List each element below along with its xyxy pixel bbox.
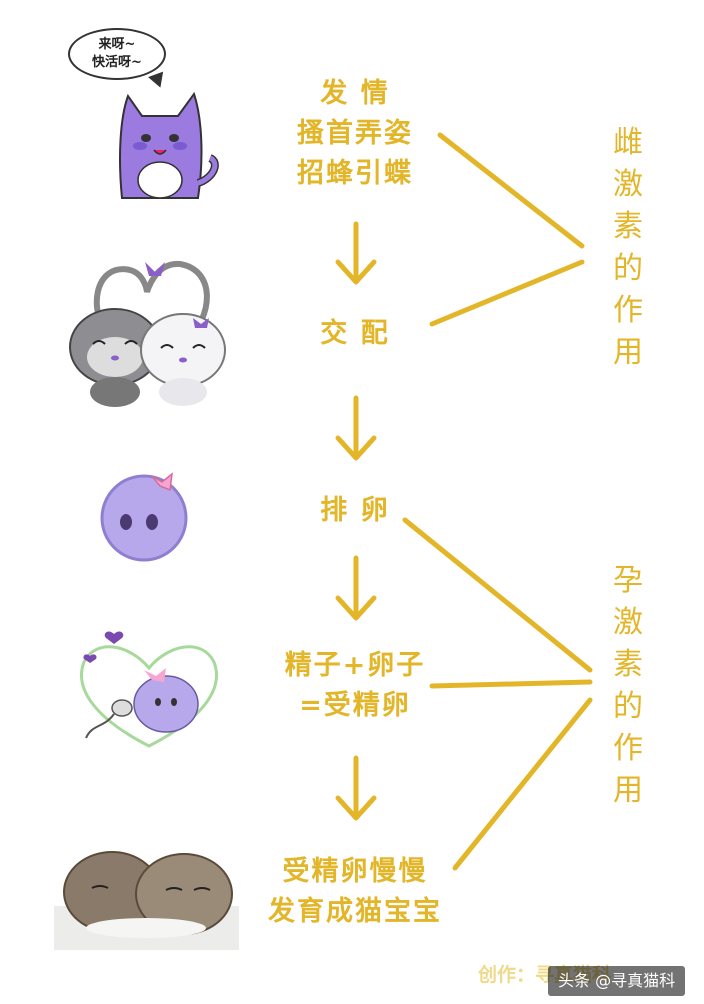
progesterone-line-top: [402, 517, 593, 673]
estrogen-line-bottom: [429, 259, 585, 327]
arrowhead-4: [335, 795, 377, 821]
purple-cat-icon: [119, 91, 219, 199]
step-fertilization-line-1: 精子+卵子: [284, 650, 426, 681]
step-development-line-1: 受精卵慢慢: [282, 856, 428, 887]
sperm-egg-heart-icon: [80, 631, 218, 748]
bubble-line-1: 来呀~: [98, 37, 136, 52]
kittens-icon: [54, 851, 239, 950]
estrogen-char: 作: [613, 293, 643, 328]
arrowhead-1: [335, 259, 377, 285]
progesterone-char: 的: [613, 689, 643, 724]
progesterone-char: 孕: [613, 563, 643, 598]
step-estrus-line-1: 发 情: [320, 78, 390, 109]
step-ovulation-line-1: 排 卵: [320, 495, 390, 526]
step-fertilization: 精子+卵子 =受精卵: [240, 646, 470, 726]
estrogen-label: 雌 激 素 的 作 用: [605, 122, 651, 374]
progesterone-char: 激: [613, 605, 643, 640]
speech-bubble: 来呀~ 快活呀~: [68, 28, 166, 80]
cat-couple-icon: [69, 261, 226, 407]
bubble-line-2: 快活呀~: [92, 55, 142, 70]
progesterone-line-mid: [429, 679, 593, 689]
arrowhead-2: [335, 435, 377, 461]
estrogen-char: 的: [613, 251, 643, 286]
source-badge: 头条 @寻真猫科: [548, 966, 686, 996]
step-estrus: 发 情 搔首弄姿 招蜂引蝶: [240, 74, 470, 194]
progesterone-char: 素: [613, 647, 643, 682]
arrowhead-3: [335, 595, 377, 621]
progesterone-char: 作: [613, 731, 643, 766]
progesterone-line-bottom: [452, 697, 593, 871]
step-estrus-line-2: 搔首弄姿: [297, 118, 413, 149]
step-ovulation: 排 卵: [240, 491, 470, 531]
step-mating: 交 配: [240, 314, 470, 354]
progesterone-char: 用: [613, 773, 643, 808]
egg-icon: [100, 472, 188, 562]
step-development: 受精卵慢慢 发育成猫宝宝: [240, 852, 470, 932]
progesterone-label: 孕 激 素 的 作 用: [605, 560, 651, 812]
step-development-line-2: 发育成猫宝宝: [268, 896, 442, 927]
estrogen-char: 雌: [613, 125, 643, 160]
estrogen-line-top: [437, 132, 585, 249]
estrogen-char: 素: [613, 209, 643, 244]
step-estrus-line-3: 招蜂引蝶: [297, 158, 413, 189]
step-mating-line-1: 交 配: [320, 318, 390, 349]
estrogen-char: 激: [613, 167, 643, 202]
estrogen-char: 用: [613, 335, 643, 370]
step-fertilization-line-2: =受精卵: [299, 690, 411, 721]
